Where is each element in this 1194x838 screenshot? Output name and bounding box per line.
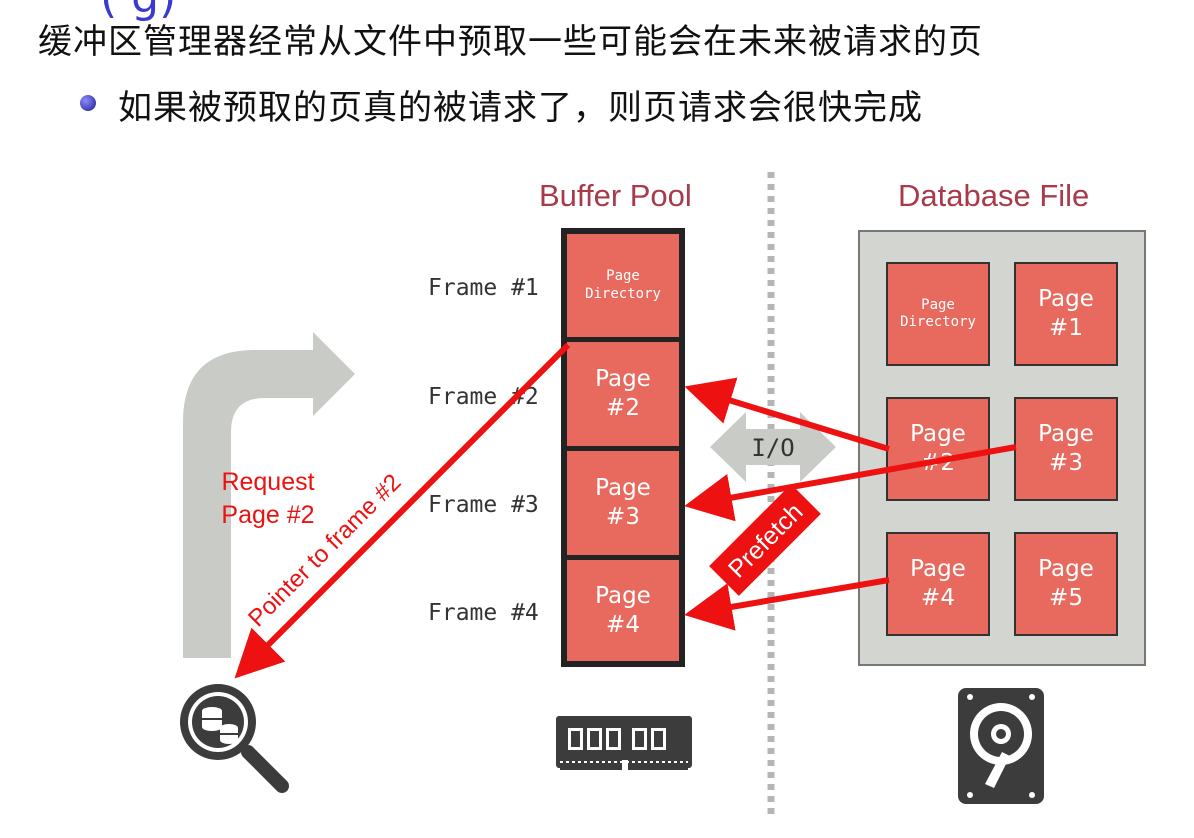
memory-chip-icon <box>556 716 692 770</box>
prefetch-page3-arrow <box>684 444 1017 522</box>
frame-label-3: Frame #3 <box>428 492 539 518</box>
database-file-container: Page Directory Page #1 Page #2 Page #3 P… <box>858 230 1146 666</box>
query-magnifier-icon <box>180 684 289 793</box>
frame-1-line1: Page <box>606 268 640 284</box>
slide-line-1: 缓冲区管理器经常从文件中预取一些可能会在未来被请求的页 <box>38 22 983 62</box>
frame-1-box: Page Directory <box>567 234 679 337</box>
io-double-arrow <box>710 412 836 482</box>
frame-label-4: Frame #4 <box>428 600 539 626</box>
pointer-arrow <box>234 342 571 679</box>
frame-2-line1: Page <box>595 366 651 393</box>
buffer-pool-title: Buffer Pool <box>539 178 692 213</box>
cut-off-title: ( g) <box>100 0 176 23</box>
frame-3-box: Page #3 <box>567 451 679 555</box>
frame-1-line2: Directory <box>585 285 661 302</box>
database-file-title: Database File <box>898 178 1090 213</box>
frame-4-box: Page #4 <box>567 560 679 661</box>
db-page-4-line1: Page <box>910 556 966 583</box>
frame-3-line2: #3 <box>606 504 640 530</box>
hard-disk-icon <box>958 688 1044 804</box>
db-page-5-line1: Page <box>1038 556 1094 583</box>
frame-label-1: Frame #1 <box>428 275 539 301</box>
db-page-5: Page #5 <box>1014 532 1118 636</box>
db-page-5-line2: #5 <box>1049 585 1083 611</box>
db-page-4-line2: #4 <box>921 585 955 611</box>
db-page-3-line2: #3 <box>1049 450 1083 476</box>
frame-3-line1: Page <box>595 475 651 502</box>
db-page-directory-line1: Page <box>921 296 955 313</box>
frame-label-2: Frame #2 <box>428 384 539 410</box>
db-page-2-line1: Page <box>910 421 966 448</box>
frame-4-line1: Page <box>595 582 651 609</box>
db-page-directory-line2: Directory <box>900 314 976 330</box>
slide-line-2: 如果被预取的页真的被请求了，则页请求会很快完成 <box>118 88 923 128</box>
db-page-directory: Page Directory <box>886 262 990 366</box>
frame-4-line2: #4 <box>606 611 640 638</box>
bullet-icon <box>80 95 96 111</box>
fetch-page2-arrow <box>684 377 890 452</box>
db-page-1-line1: Page <box>1038 286 1094 313</box>
db-page-3-line1: Page <box>1038 421 1094 448</box>
db-page-1-line2: #1 <box>1049 315 1083 341</box>
frame-2-line2: #2 <box>606 395 640 421</box>
prefetch-page4-arrow <box>684 577 890 631</box>
io-label: I/O <box>751 434 794 462</box>
db-page-4: Page #4 <box>886 532 990 636</box>
request-label-line2: Page #2 <box>221 501 314 529</box>
request-flow-arrow <box>183 332 355 658</box>
request-label-line1: Request <box>221 468 314 496</box>
buffer-pool-column: Page Directory Page #2 Page #3 Page #4 <box>561 228 685 667</box>
frame-2-box: Page #2 <box>567 342 679 446</box>
db-page-1: Page #1 <box>1014 262 1118 366</box>
